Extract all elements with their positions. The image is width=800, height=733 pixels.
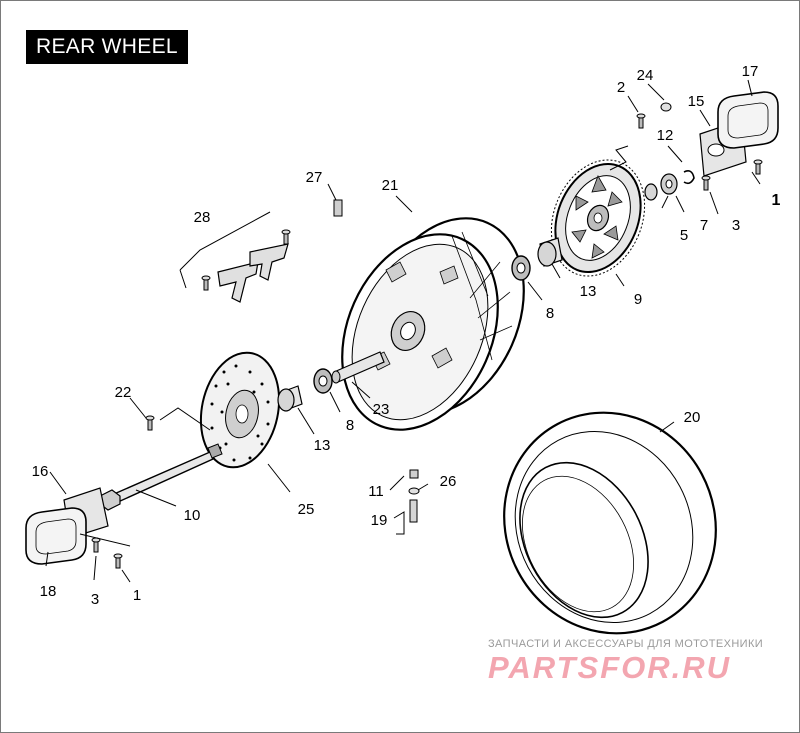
cover-screw-right bbox=[753, 159, 763, 175]
lock-washer-24 bbox=[660, 102, 672, 112]
callout-label: 27 bbox=[306, 169, 323, 186]
valve-stem bbox=[409, 499, 418, 523]
watermark-caption: ЗАПЧАСТИ И АКСЕССУАРЫ ДЛЯ МОТОТЕХНИКИ bbox=[488, 638, 764, 650]
adjuster-screw-left bbox=[91, 537, 101, 553]
callout-label: 8 bbox=[546, 305, 554, 322]
callout-label: 28 bbox=[194, 209, 211, 226]
callout-label: 15 bbox=[688, 93, 705, 110]
callout-label: 2 bbox=[617, 79, 625, 96]
left-bearing bbox=[313, 368, 333, 394]
brake-disc bbox=[199, 351, 281, 469]
leader-lines bbox=[45, 79, 761, 583]
watermark-logo: PARTSFOR.RU bbox=[488, 650, 732, 685]
disc-bolt bbox=[145, 415, 155, 431]
callout-label: 10 bbox=[184, 507, 201, 524]
callout-label: 11 bbox=[368, 483, 384, 500]
callout-label: 9 bbox=[634, 291, 642, 308]
callout-label: 13 bbox=[314, 437, 331, 454]
axle-nut bbox=[660, 173, 678, 195]
callout-label: 1 bbox=[133, 587, 141, 604]
callout-label: 26 bbox=[440, 473, 457, 490]
valve-cap bbox=[409, 469, 419, 479]
right-spacer bbox=[537, 237, 563, 267]
callout-label: 8 bbox=[346, 417, 354, 434]
callout-label: 19 bbox=[371, 512, 388, 529]
wheel-rim bbox=[341, 217, 525, 431]
right-axle-cover bbox=[717, 91, 779, 149]
caliper-bracket bbox=[179, 211, 291, 303]
rear-axle bbox=[99, 443, 223, 511]
axle-spacer bbox=[331, 351, 385, 384]
callout-label: 23 bbox=[373, 401, 390, 418]
right-bearing bbox=[511, 255, 531, 281]
callout-label: 17 bbox=[742, 63, 759, 80]
callout-label: 25 bbox=[298, 501, 315, 518]
callout-label: 22 bbox=[115, 384, 132, 401]
callout-label: 1 bbox=[772, 192, 781, 209]
callout-label: 18 bbox=[40, 583, 57, 600]
callout-label: 3 bbox=[732, 217, 740, 234]
adjuster-screw-right bbox=[701, 175, 711, 191]
left-spacer bbox=[277, 385, 303, 412]
spacer-washer bbox=[644, 183, 658, 201]
callout-label: 5 bbox=[680, 227, 688, 244]
callout-label: 13 bbox=[580, 283, 597, 300]
valve-grommet bbox=[408, 487, 420, 495]
tire bbox=[503, 411, 717, 635]
cover-screw-left bbox=[113, 553, 123, 569]
callout-label: 7 bbox=[700, 217, 708, 234]
diagram-title: REAR WHEEL bbox=[26, 30, 188, 64]
callout-label: 24 bbox=[637, 67, 654, 84]
retaining-clip bbox=[683, 170, 695, 185]
callout-label: 21 bbox=[382, 177, 399, 194]
balance-weight bbox=[333, 199, 343, 217]
callout-label: 20 bbox=[684, 409, 701, 426]
left-axle-cover bbox=[25, 507, 87, 565]
rear-sprocket bbox=[550, 159, 646, 277]
callout-label: 12 bbox=[657, 127, 674, 144]
callout-label: 16 bbox=[32, 463, 49, 480]
sprocket-bolt bbox=[636, 113, 646, 129]
callout-label: 3 bbox=[91, 591, 99, 608]
